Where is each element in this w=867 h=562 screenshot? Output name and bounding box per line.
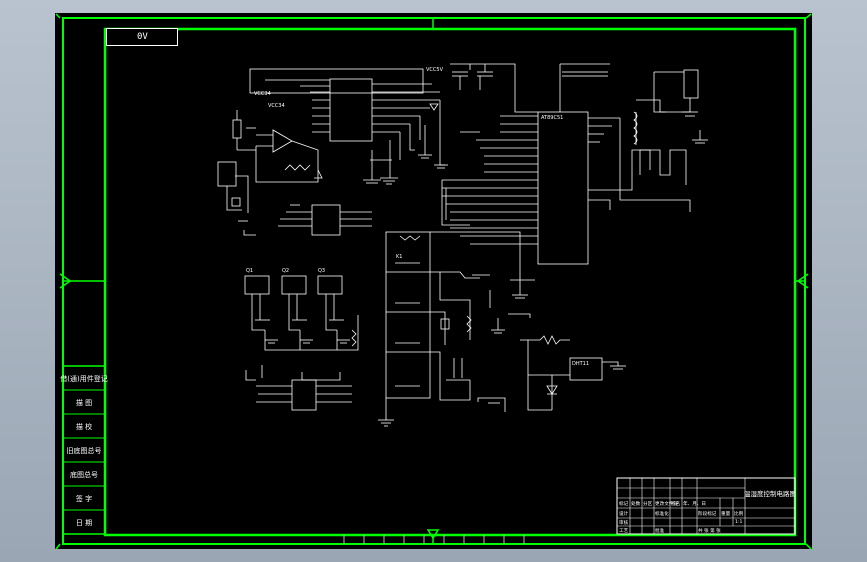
tb-cell-approve: 批准 — [655, 527, 665, 534]
q1-label: Q1 — [246, 268, 253, 274]
tb-cell-process: 工艺 — [619, 528, 629, 534]
stamp-row-0: 借(通)用件登记 — [60, 374, 107, 383]
u3-label: VCC5V — [426, 67, 444, 73]
tb-cell-sheets: 共 张 第 张 — [698, 527, 721, 534]
tb-cell-mark: 标记 — [619, 500, 629, 507]
stamp-row-4: 底图总号 — [70, 470, 98, 479]
schematic-wires — [217, 63, 708, 427]
stamp-row-1: 描 图 — [76, 398, 92, 407]
cad-viewport[interactable] — [55, 13, 812, 549]
u1-label: VCC34 — [254, 91, 271, 97]
tb-cell-change-doc: 更改文件号 — [655, 500, 678, 507]
tb-cell-design: 设计 — [619, 510, 629, 517]
layer-label: 0V — [106, 28, 178, 46]
tb-cell-scale: 比例 — [734, 510, 744, 517]
q2-label: Q2 — [282, 268, 289, 274]
side-stamp-block: 借(通)用件登记 描 图 描 校 旧底图总号 底图总号 签 字 日 期 — [60, 365, 108, 535]
sensor-label: DHT11 — [572, 361, 589, 367]
tb-cell-date: 年、月、日 — [683, 500, 706, 507]
tb-cell-stage: 阶段标记 — [698, 510, 717, 517]
stamp-row-5: 签 字 — [76, 494, 92, 503]
tb-cell-sign: 签名 — [671, 500, 680, 507]
tb-cell-review: 审核 — [619, 519, 629, 526]
stamp-row-3: 旧底图总号 — [67, 446, 102, 455]
stamp-row-2: 描 校 — [76, 422, 92, 431]
drawing-title: 温湿度控制电路图 — [744, 489, 796, 498]
u4-label: AT89C51 — [541, 115, 563, 121]
tb-scale-value: 1:1 — [735, 519, 742, 525]
tb-cell-standard: 标准化 — [655, 510, 669, 517]
q3-label: Q3 — [318, 268, 325, 274]
drawing-frame — [55, 13, 812, 550]
stamp-row-6: 日 期 — [76, 519, 92, 527]
tb-cell-zone: 分区 — [643, 500, 653, 507]
tb-cell-count: 处数 — [631, 500, 641, 507]
u2-label: VCC34 — [268, 103, 285, 109]
title-block: 标记 处数 分区 更改文件号 签名 年、月、日 设计 标准化 阶段标记 重量 比… — [616, 477, 796, 535]
relay-label: K1 — [396, 254, 402, 260]
tb-cell-weight: 重量 — [721, 510, 731, 517]
